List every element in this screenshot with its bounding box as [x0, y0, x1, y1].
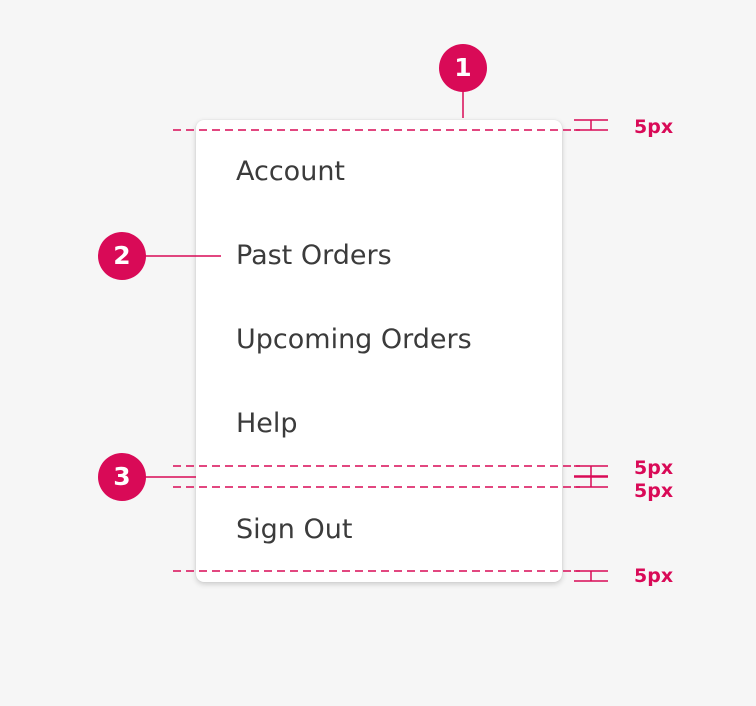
spacing-label-divider-top: 5px [634, 457, 674, 479]
spacing-marker-divider-bottom [574, 476, 608, 488]
menu-item-account[interactable]: Account [236, 156, 346, 187]
spacing-label-bottom: 5px [634, 565, 674, 587]
spacing-marker-bottom [574, 570, 608, 582]
spacing-marker-top [574, 119, 608, 131]
callout-badge-1: 1 [439, 44, 487, 92]
menu-item-upcoming-orders[interactable]: Upcoming Orders [236, 324, 472, 355]
menu-item-sign-out[interactable]: Sign Out [236, 514, 353, 545]
spacing-label-top: 5px [634, 116, 674, 138]
menu-item-past-orders[interactable]: Past Orders [236, 240, 392, 271]
dropdown-menu: Account Past Orders Upcoming Orders Help… [196, 120, 562, 582]
spacing-label-divider-bottom: 5px [634, 480, 674, 502]
callout-badge-3: 3 [98, 453, 146, 501]
spacing-marker-divider-top [574, 465, 608, 477]
menu-item-help[interactable]: Help [236, 408, 298, 439]
callout-badge-2: 2 [98, 232, 146, 280]
